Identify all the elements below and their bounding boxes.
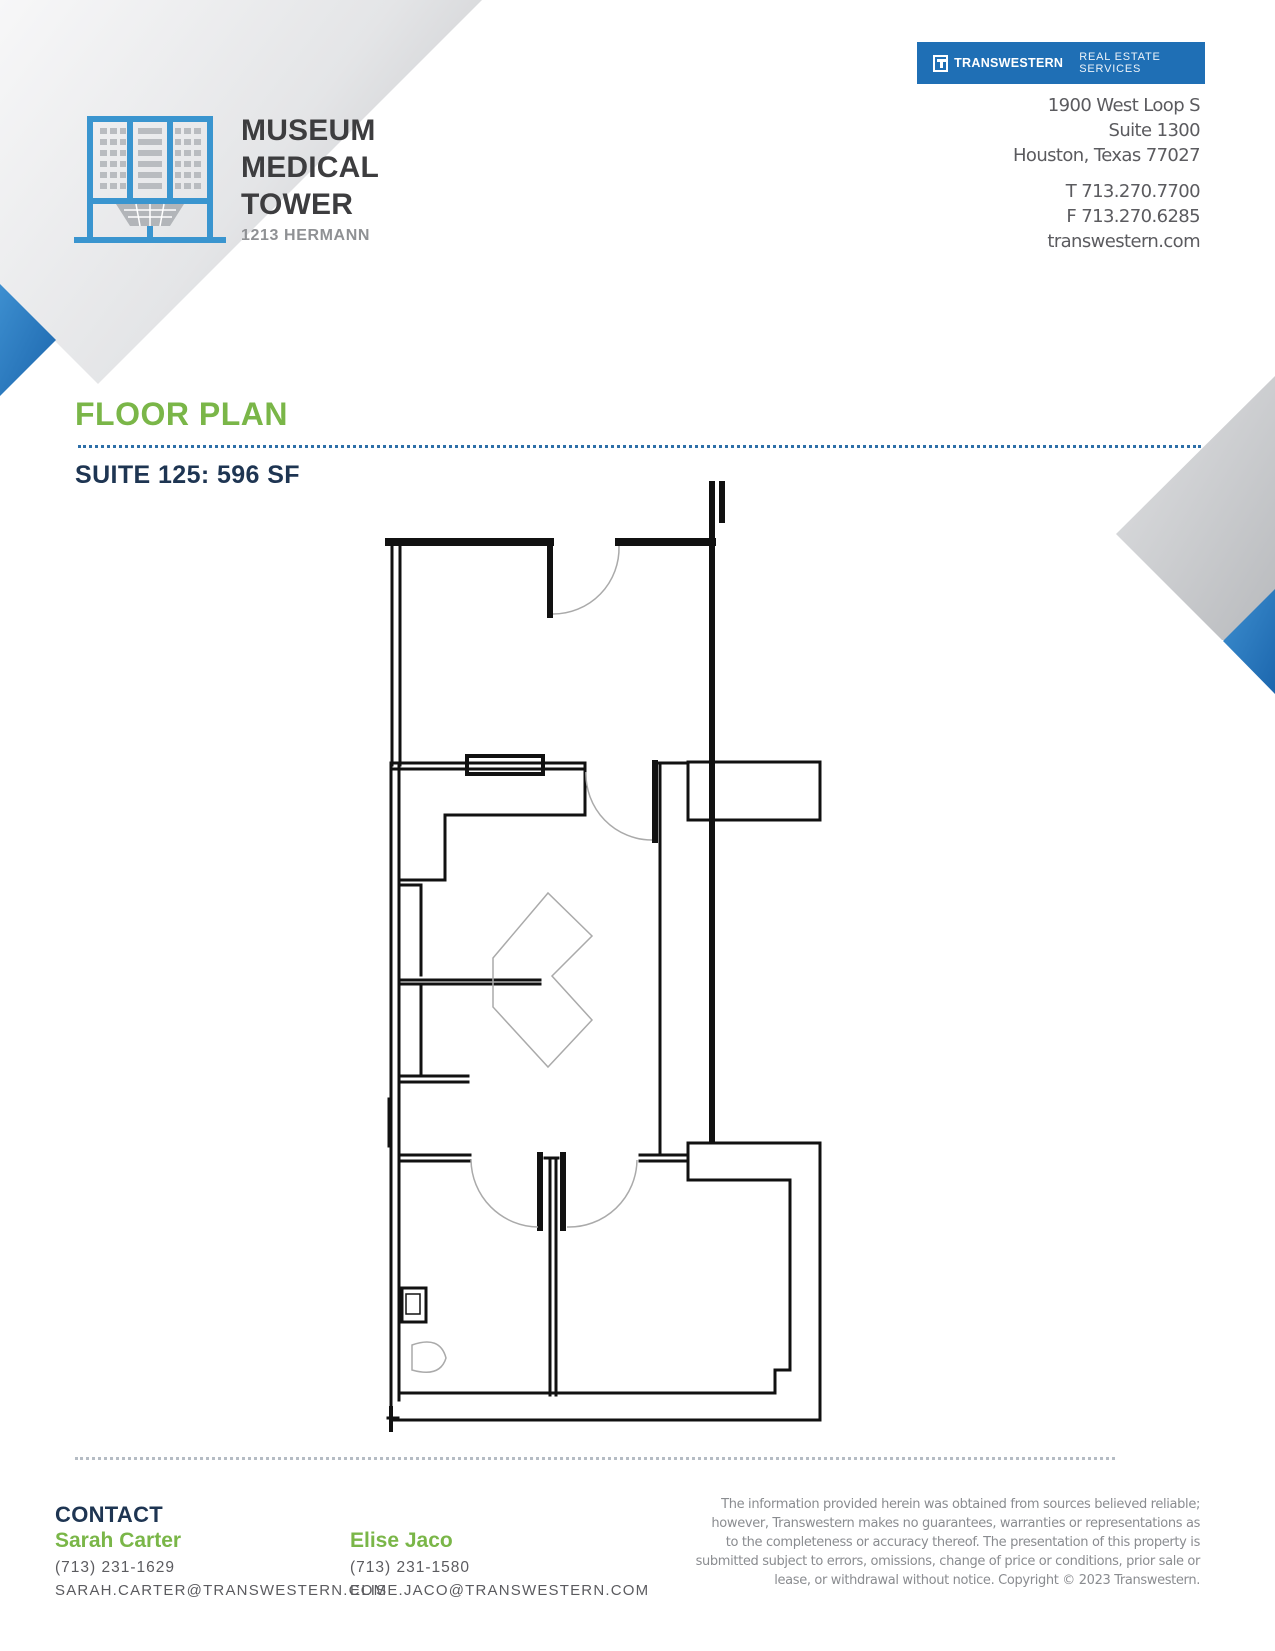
building-logo-text: MUSEUM MEDICAL TOWER 1213 HERMANN (241, 112, 379, 245)
contact-email[interactable]: SARAH.CARTER@TRANSWESTERN.COM (55, 1582, 388, 1599)
building-address: 1213 HERMANN (241, 227, 371, 244)
company-name: TRANSWESTERN (954, 56, 1064, 70)
contact-name: Sarah Carter (55, 1529, 182, 1552)
disclaimer-line: submitted subject to errors, omissions, … (695, 1554, 1201, 1569)
contact-email[interactable]: ELISE.JACO@TRANSWESTERN.COM (350, 1582, 650, 1599)
disclaimer-line: to the completeness or accuracy thereof.… (725, 1535, 1201, 1550)
building-logo-icon (74, 116, 226, 243)
left-blue-triangle (0, 284, 56, 396)
contact-person: Sarah Carter (713) 231-1629 SARAH.CARTER… (55, 1528, 387, 1602)
legal-disclaimer: The information provided herein was obta… (680, 1495, 1201, 1590)
office-street: 1900 West Loop S (1047, 95, 1201, 116)
contact-person: Elise Jaco (713) 231-1580 ELISE.JACO@TRA… (350, 1528, 649, 1602)
contact-heading: CONTACT (55, 1502, 164, 1527)
suite-subtitle: SUITE 125: 596 SF (75, 461, 300, 489)
transwestern-mark-icon (933, 54, 949, 72)
floor-plan-drawing (385, 481, 822, 1432)
disclaimer-line: The information provided herein was obta… (721, 1497, 1200, 1512)
transwestern-logo-badge: TRANSWESTERN REAL ESTATE SERVICES (917, 42, 1205, 84)
disclaimer-line: lease, or withdrawal without notice. Cop… (774, 1573, 1200, 1588)
disclaimer-line: however, Transwestern makes no guarantee… (711, 1516, 1200, 1531)
office-fax: F 713.270.6285 (1066, 206, 1200, 227)
contact-phone[interactable]: (713) 231-1629 (55, 1559, 175, 1576)
building-name-line: MEDICAL (241, 151, 380, 184)
contact-name: Elise Jaco (350, 1529, 453, 1552)
building-name-line: TOWER (241, 188, 354, 221)
company-tagline: REAL ESTATE SERVICES (1079, 51, 1161, 75)
right-blue-triangle (1223, 589, 1275, 694)
office-city: Houston, Texas 77027 (1013, 145, 1201, 166)
office-address-block: 1900 West Loop S Suite 1300 Houston, Tex… (1013, 93, 1201, 254)
contact-phone[interactable]: (713) 231-1580 (350, 1559, 470, 1576)
office-website[interactable]: transwestern.com (1047, 231, 1200, 252)
page-title: FLOOR PLAN (75, 396, 288, 432)
top-left-gray-shape (0, 0, 482, 384)
right-gray-diamond (1116, 376, 1275, 640)
office-phone: T 713.270.7700 (1065, 181, 1201, 202)
dotted-divider (78, 445, 1201, 448)
building-name-line: MUSEUM (241, 114, 376, 147)
dotted-divider-bottom (75, 1457, 1115, 1460)
office-suite: Suite 1300 (1108, 120, 1201, 141)
